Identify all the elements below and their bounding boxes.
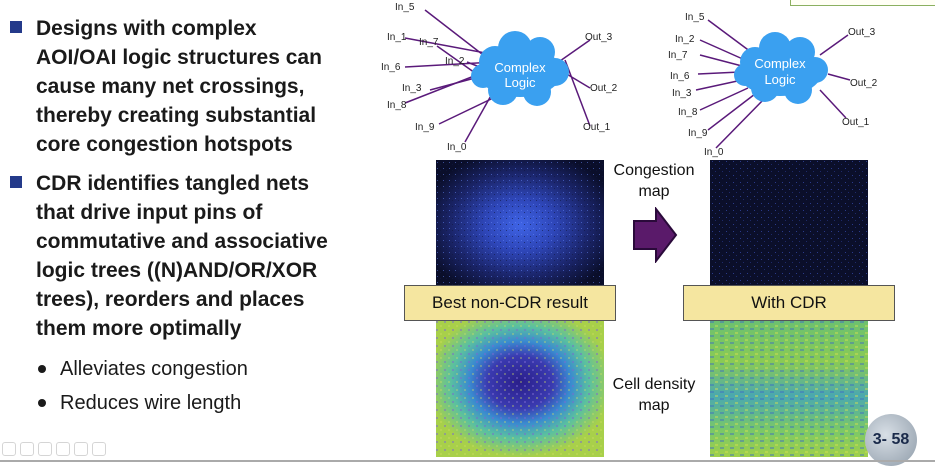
output-label: Out_3	[848, 27, 876, 38]
logic-diagram-after: Complex Logic In_5 In_2 In_7 In_6 In_3 I…	[668, 12, 878, 158]
bottom-divider	[0, 460, 935, 462]
previous-slide-icon[interactable]	[2, 442, 16, 456]
bullet-square-icon	[10, 21, 22, 33]
cloud-label: Complex	[494, 60, 546, 75]
input-label: In_2	[675, 34, 695, 45]
bullet-1-text: Designs with complex AOI/OAI logic struc…	[36, 17, 322, 156]
caption-best-non-cdr: Best non-CDR result	[404, 285, 616, 321]
slides-grid-icon[interactable]	[56, 442, 70, 456]
output-label: Out_1	[583, 122, 611, 133]
bullet-1: Designs with complex AOI/OAI logic struc…	[8, 14, 388, 159]
cell-density-map-after	[710, 321, 868, 457]
slideshow-toolbar	[2, 442, 106, 456]
input-label: In_6	[381, 62, 401, 73]
cloud-shape-icon	[471, 31, 569, 106]
pen-icon[interactable]	[38, 442, 52, 456]
sub-bullet-1: Alleviates congestion	[38, 353, 388, 385]
input-label: In_9	[415, 122, 435, 133]
input-label: In_7	[419, 37, 439, 48]
cloud-label: Complex	[754, 56, 806, 71]
bullet-dot-icon	[38, 399, 46, 407]
input-label: In_6	[670, 71, 690, 82]
input-label: In_5	[395, 2, 415, 13]
input-label: In_0	[447, 142, 467, 153]
input-label: In_1	[387, 32, 407, 43]
input-label: In_5	[685, 12, 705, 23]
input-label: In_0	[704, 147, 724, 158]
input-label: In_9	[688, 128, 708, 139]
sub-bullet-2: Reduces wire length	[38, 387, 388, 419]
bullet-square-icon	[10, 176, 22, 188]
input-label: In_8	[387, 100, 407, 111]
input-label: In_2	[445, 56, 465, 67]
more-options-icon[interactable]	[92, 442, 106, 456]
output-label: Out_3	[585, 32, 613, 43]
congestion-map-label: Congestion map	[613, 162, 695, 200]
logic-diagram-before: Complex Logic In_5 In_1 In_7 In_6 In_2 I…	[381, 2, 618, 153]
cloud-label: Logic	[764, 72, 796, 87]
cloud-shape-icon	[734, 32, 828, 104]
input-label: In_8	[678, 107, 698, 118]
top-frame-edge	[790, 0, 935, 6]
input-label: In_3	[672, 88, 692, 99]
bullet-list: Designs with complex AOI/OAI logic struc…	[8, 14, 388, 419]
input-label: In_7	[668, 50, 688, 61]
input-label: In_3	[402, 83, 422, 94]
next-slide-icon[interactable]	[20, 442, 34, 456]
cloud-label: Logic	[504, 75, 536, 90]
bullet-2: CDR identifies tangled nets that drive i…	[8, 169, 388, 343]
cell-density-map-before	[436, 321, 604, 457]
congestion-map-before	[436, 160, 604, 285]
caption-with-cdr: With CDR	[683, 285, 895, 321]
transform-arrow-icon	[633, 207, 678, 263]
output-label: Out_1	[842, 117, 870, 128]
congestion-map-after	[710, 160, 868, 285]
bullet-dot-icon	[38, 365, 46, 373]
zoom-icon[interactable]	[74, 442, 88, 456]
cell-density-map-label: Cell density map	[612, 376, 696, 414]
output-label: Out_2	[850, 78, 878, 89]
output-label: Out_2	[590, 83, 618, 94]
bullet-2-text: CDR identifies tangled nets that drive i…	[36, 172, 328, 340]
page-number-badge: 3- 58	[865, 414, 917, 466]
